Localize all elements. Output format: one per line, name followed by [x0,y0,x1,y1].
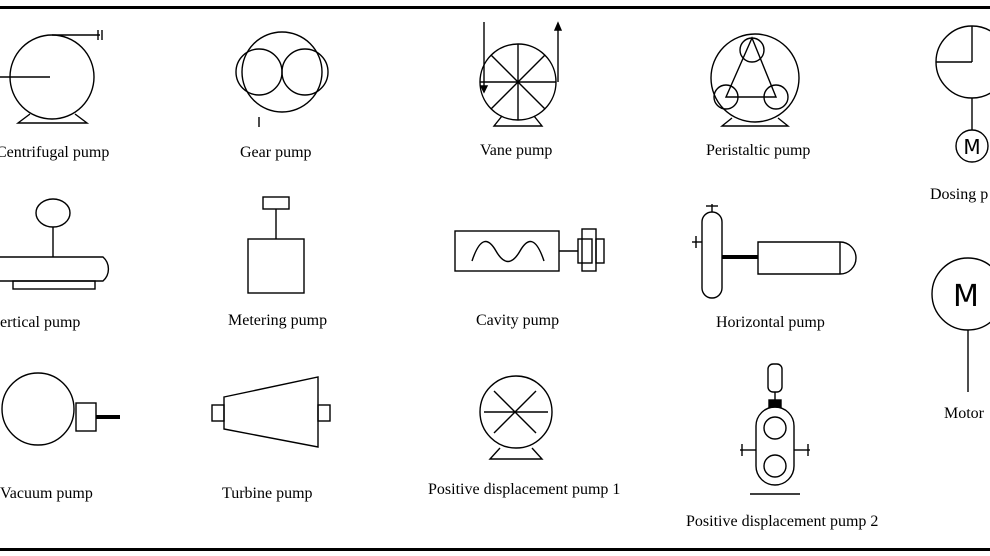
label-motor: Motor [944,405,984,422]
motor-letter: M [953,279,979,314]
centrifugal-pump-icon [0,30,103,124]
label-centrifugal-pump: Centrifugal pump [0,144,110,161]
label-turbine-pump: Turbine pump [222,485,313,502]
vacuum-pump-icon [1,372,120,446]
label-cavity-pump: Cavity pump [476,312,560,329]
label-vacuum-pump: Vacuum pump [0,485,93,502]
label-metering-pump: Metering pump [228,312,328,329]
bottom-border-line [0,548,990,551]
dosing-pump-icon: M [935,25,990,163]
label-dosing-pump: Dosing p [930,186,989,203]
top-border-line [0,6,990,9]
label-vertical-pump: ertical pump [0,314,81,331]
dosing-motor-letter: M [963,135,980,159]
turbine-pump-icon [211,376,331,448]
metering-pump-icon [247,196,305,294]
cavity-pump-icon [454,228,605,272]
horizontal-pump-icon [692,204,857,299]
vane-pump-icon [479,21,563,127]
motor-icon: M [931,257,990,392]
label-peristaltic-pump: Peristaltic pump [706,142,811,159]
positive-displacement-pump-2-icon [740,363,810,495]
gear-pump-icon [235,31,329,127]
peristaltic-pump-icon [710,33,800,127]
label-gear-pump: Gear pump [240,144,312,161]
label-positive-displacement-pump-2: Positive displacement pump 2 [686,513,879,530]
positive-displacement-pump-1-icon [479,375,553,460]
label-vane-pump: Vane pump [480,142,553,159]
label-positive-displacement-pump-1: Positive displacement pump 1 [428,481,621,498]
vertical-pump-icon [0,198,110,290]
label-horizontal-pump: Horizontal pump [716,314,825,331]
